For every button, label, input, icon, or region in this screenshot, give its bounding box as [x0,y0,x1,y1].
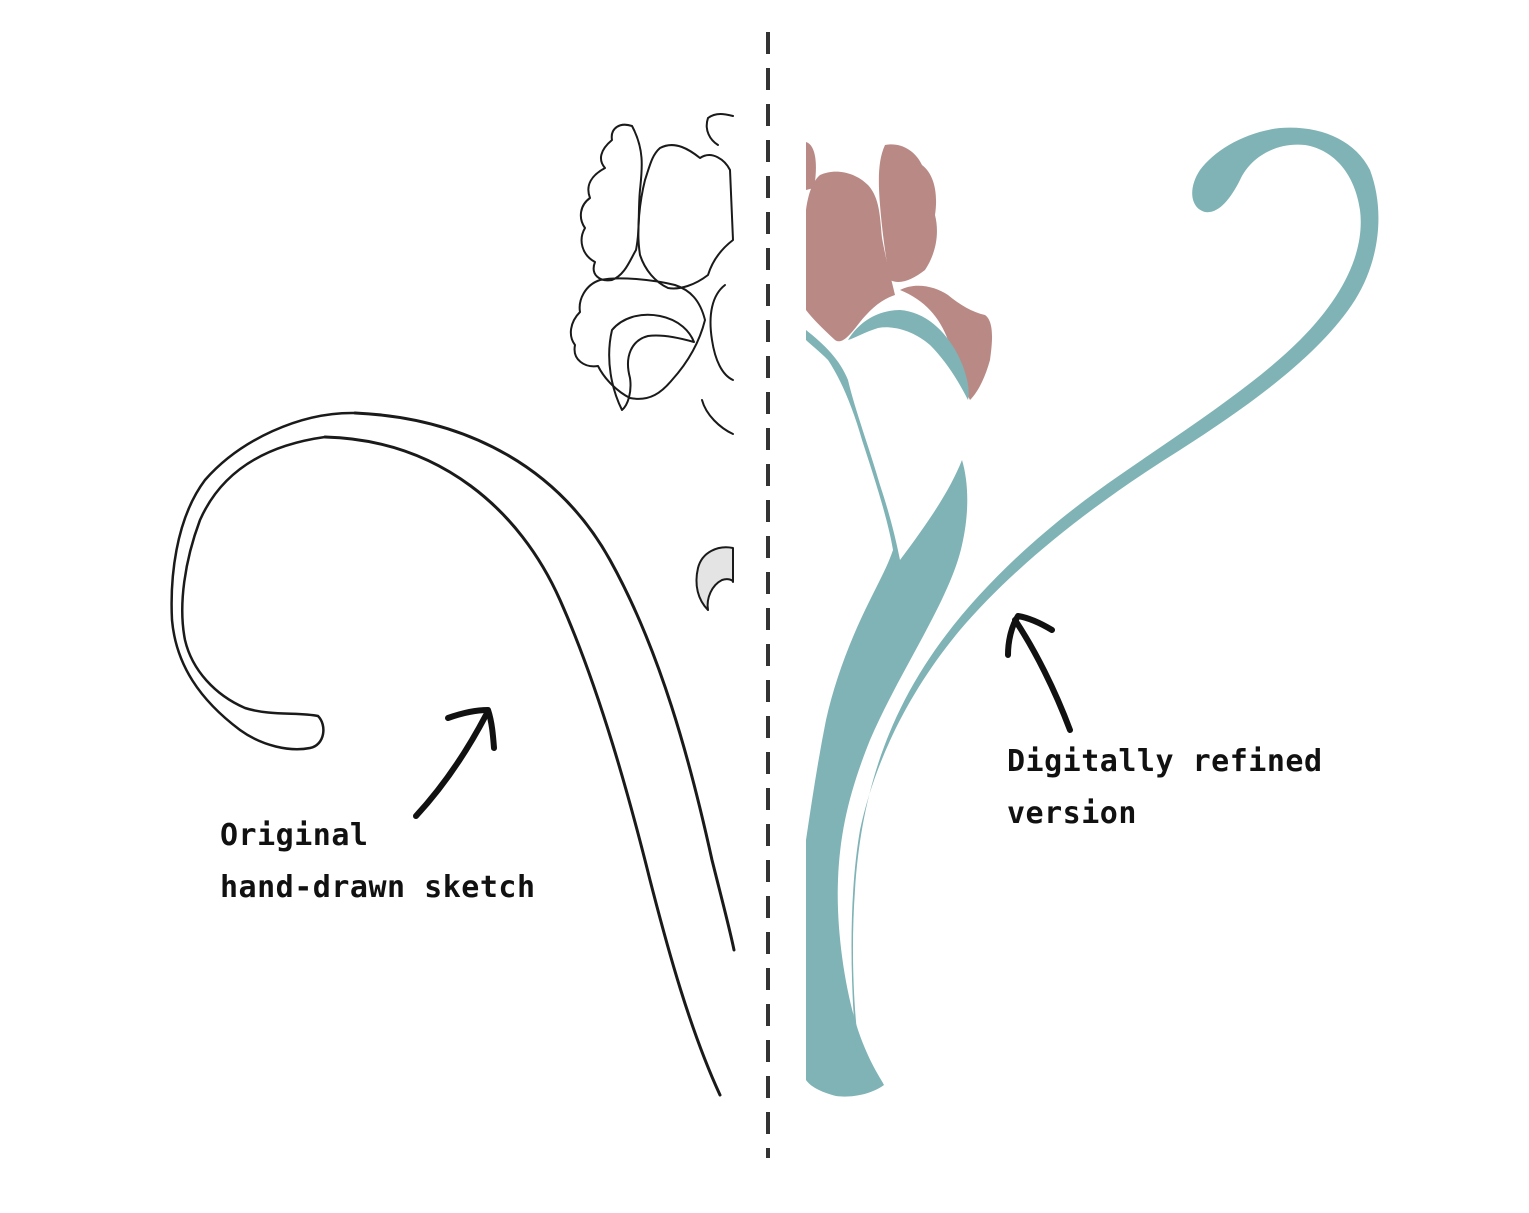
caption-original-sketch: Original hand-drawn sketch [220,810,536,914]
refined-petal-back [806,171,895,342]
refined-petal-left [806,142,816,190]
refined-petal-right [900,285,993,400]
caption-right-line2: version [1007,796,1137,831]
sketch-petal-top-left [579,123,643,282]
sketch-petal-top-right [705,113,734,146]
sketch-petal-side [709,284,734,381]
sketch-petal-tip [701,399,734,435]
arrow-to-refined [1005,613,1073,733]
caption-left-line1: Original [220,818,369,853]
sketch-stem-outer [353,411,736,952]
arrow-head-right [1005,613,1055,658]
sketch-petal-fall-inner [608,313,695,411]
arrow-to-sketch [413,707,497,819]
caption-right-line1: Digitally refined [1007,744,1323,779]
sketch-petal-fall [569,277,706,400]
refined-half [806,127,1379,1097]
sketch-half [170,113,736,1097]
caption-refined-version: Digitally refined version [1007,736,1323,840]
sketch-petal-top-middle [637,144,734,290]
arrow-head-left [445,707,497,751]
arrow-shaft-left [413,712,489,819]
refined-leaf-inner [848,310,969,400]
sketch-bud [695,546,734,611]
arrow-shaft-right [1012,617,1073,733]
sketch-stem-curl [170,411,357,751]
refined-petal-top [878,144,937,282]
refined-stem-main [806,330,968,1097]
sketch-stem-inner [323,435,722,1097]
caption-left-line2: hand-drawn sketch [220,870,536,905]
